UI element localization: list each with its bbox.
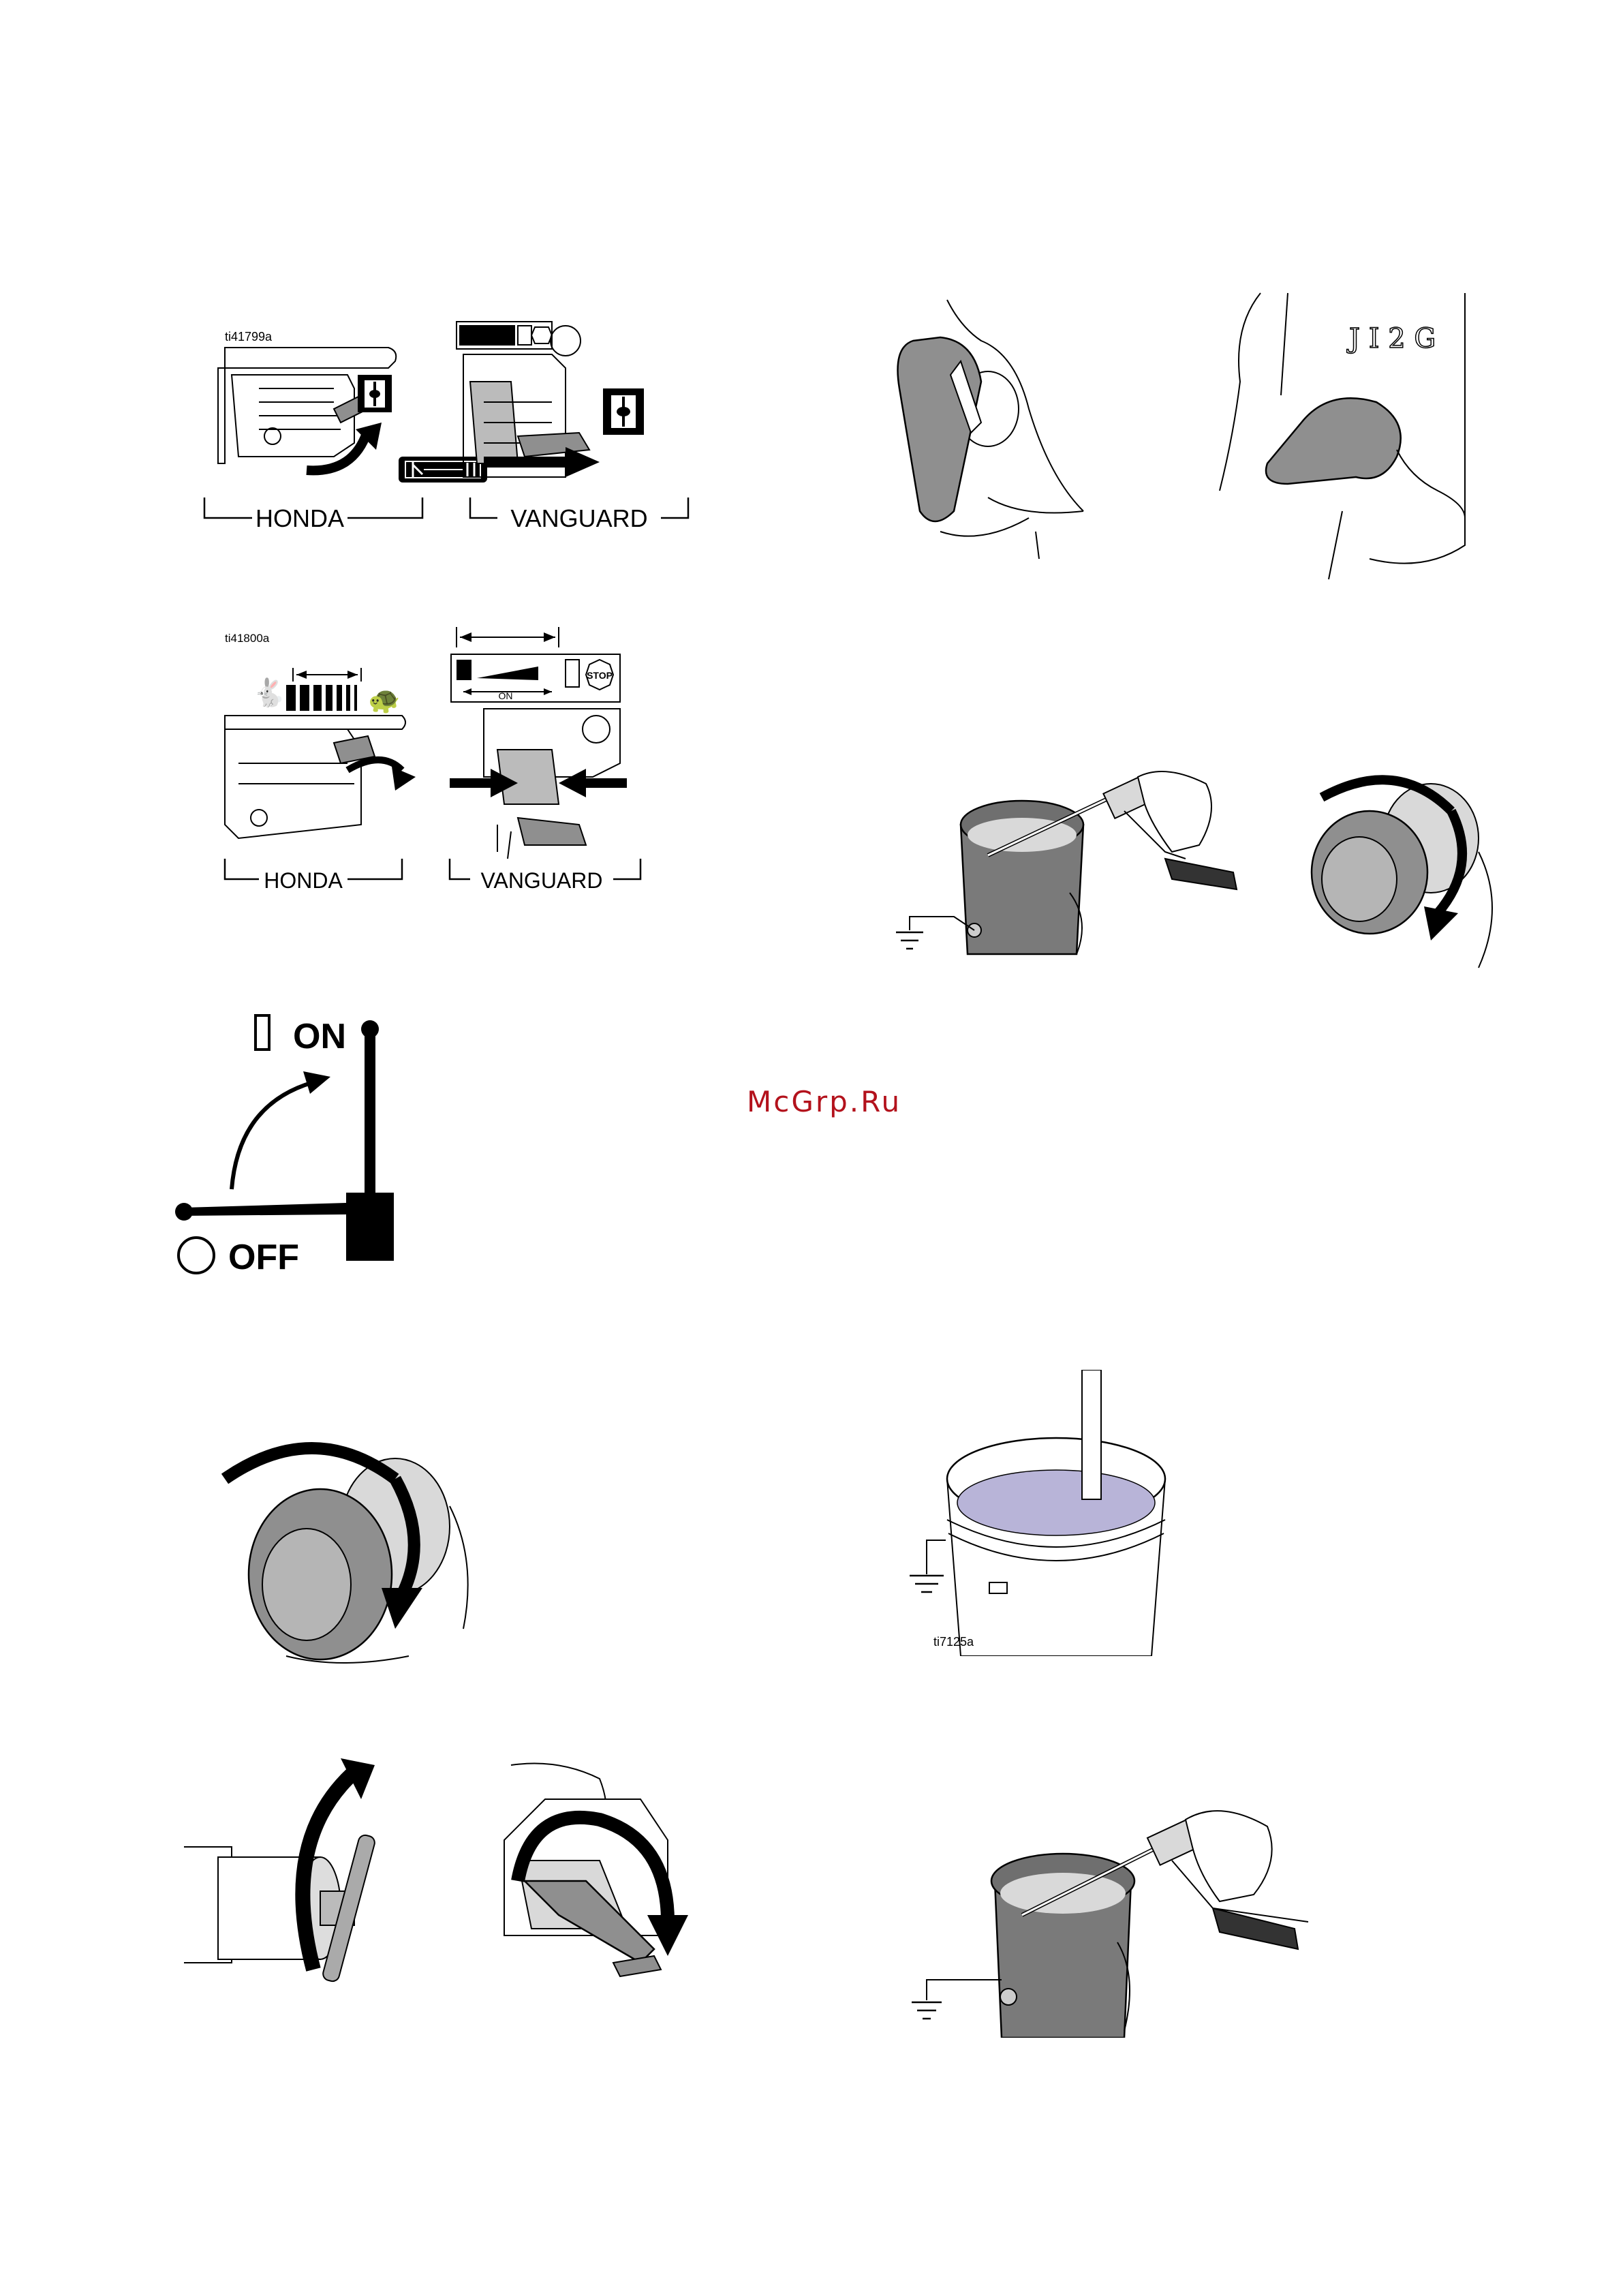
flush-bucket-figure: ti7125a (893, 1370, 1247, 1656)
throttle-vanguard-label: VANGUARD (481, 868, 603, 893)
switch-lever-on (361, 1020, 379, 1206)
ground-symbol-icon (896, 932, 923, 949)
throttle-figure-ref: ti41800a (225, 632, 270, 645)
fuel-valve-figure: J I 2 G (879, 286, 1479, 586)
honda-throttle-arrow-icon (347, 760, 416, 791)
choke-figure-ref: ti41799a (225, 330, 273, 343)
prime-valve-left-illustration (184, 1758, 376, 1983)
choke-closed-symbol-icon (358, 375, 392, 412)
engine-switch-figure: ON OFF (164, 1009, 422, 1281)
choke-figure: ti41799a (198, 320, 715, 545)
switch-on-symbol-icon (256, 1015, 269, 1050)
choke-honda-label: HONDA (256, 504, 344, 532)
switch-off-label: OFF (228, 1238, 299, 1277)
svg-text:🐇: 🐇 (252, 677, 286, 708)
throttle-figure: ti41800a 🐇 🐢 (198, 627, 688, 900)
throttle-decal-on: ON (499, 690, 513, 701)
choke-open-symbol-icon (399, 457, 487, 483)
flush-bucket-illustration (910, 1370, 1165, 1656)
throttle-decal-stop: STOP (587, 670, 613, 681)
flush-figure-ref: ti7125a (933, 1635, 974, 1649)
switch-off-symbol-icon (179, 1238, 214, 1273)
choke-vanguard-label: VANGUARD (510, 504, 647, 532)
honda-throttle-engine-illustration (225, 716, 405, 838)
spray-pail-figure (899, 1806, 1322, 2038)
switch-on-label: ON (293, 1017, 346, 1056)
prime-valve-figure (177, 1758, 736, 2045)
switch-lever-off (175, 1203, 346, 1221)
prime-valve-right-illustration (504, 1764, 688, 1977)
fuel-valve-left-illustration (898, 300, 1084, 559)
vanguard-choke-closed-symbol-icon (603, 388, 644, 435)
fuel-valve-right-illustration: J I 2 G (1220, 293, 1465, 579)
pressure-knob-illustration (1312, 780, 1492, 968)
watermark: McGrp.Ru (747, 1085, 901, 1118)
spray-pail-and-knob-figure (879, 770, 1519, 975)
pressure-knob-figure (204, 1424, 504, 1677)
svg-text:J I 2 G: J I 2 G (1346, 323, 1436, 354)
switch-body (346, 1193, 394, 1261)
ground-symbol-icon-2 (912, 2002, 942, 2019)
grounded-pail-illustration-2 (912, 1854, 1134, 2038)
vanguard-throttle-decal: ON STOP (451, 627, 620, 702)
throttle-honda-label: HONDA (264, 868, 343, 893)
switch-direction-arrow-icon (232, 1071, 330, 1189)
svg-text:🐢: 🐢 (368, 686, 400, 715)
flush-pipe (1082, 1370, 1101, 1499)
flush-ground-symbol-icon (910, 1576, 944, 1592)
throttle-speed-scale-icon: 🐇 🐢 (252, 668, 400, 715)
